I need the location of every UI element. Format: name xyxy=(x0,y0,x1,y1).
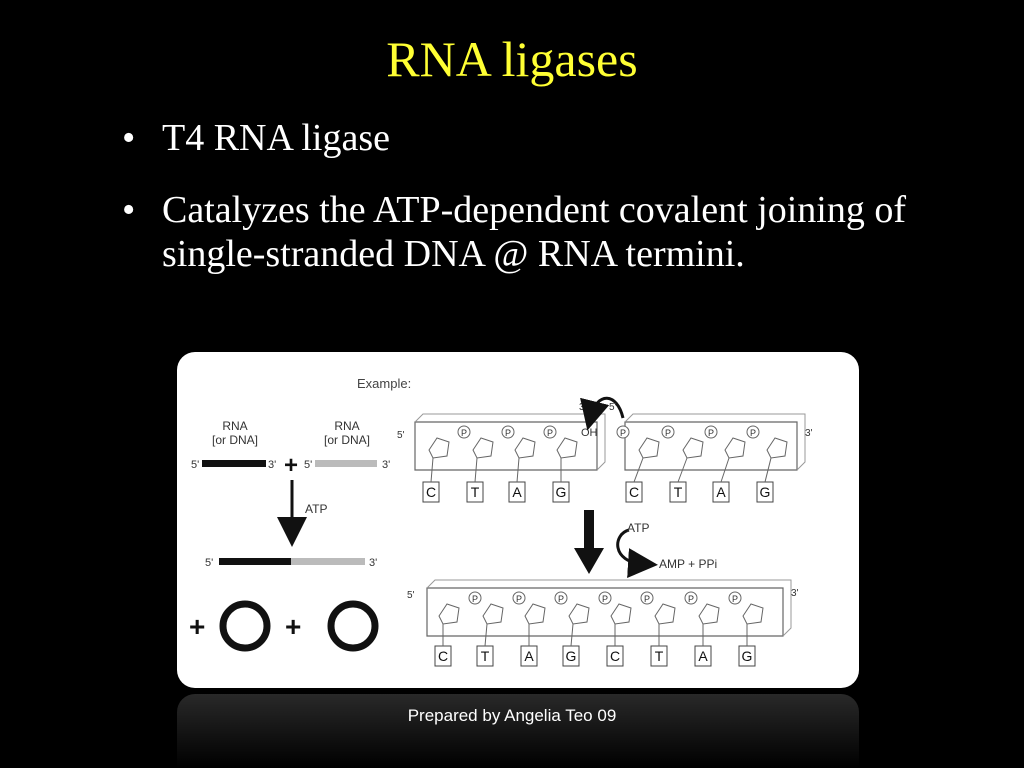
p-label: P xyxy=(620,428,626,438)
p-label: P xyxy=(708,428,714,438)
base-label: A xyxy=(512,484,522,500)
product-bar-dark xyxy=(219,558,291,565)
p-label: P xyxy=(516,594,522,604)
footer-credit: Prepared by Angelia Teo 09 xyxy=(407,706,617,725)
bullet-item: • T4 RNA ligase xyxy=(122,116,922,160)
joining-arrow xyxy=(580,396,625,431)
p-label: P xyxy=(461,428,467,438)
product-five-prime: 5' xyxy=(205,557,213,569)
top-mid-three-prime: 3' xyxy=(579,402,587,413)
p-label: P xyxy=(472,594,478,604)
bullet-symbol: • xyxy=(122,117,136,159)
strand2-bar xyxy=(315,460,377,467)
ligation-diagram: Example: RNA [or DNA] RNA [or DNA] 5' 3'… xyxy=(177,352,859,688)
p-labels-bottom: P P P P P P P xyxy=(468,591,742,605)
circle-plus-2: + xyxy=(285,611,301,642)
diagram-svg: Example: RNA [or DNA] RNA [or DNA] 5' 3'… xyxy=(189,376,813,667)
amp-ppi-label: AMP + PPi xyxy=(659,557,717,571)
bullet-symbol: • xyxy=(122,189,136,231)
base-label: A xyxy=(524,648,534,664)
base-connectors-top xyxy=(430,457,772,483)
p-label: P xyxy=(688,594,694,604)
down-arrow xyxy=(574,510,604,574)
circular-product-1 xyxy=(219,600,271,652)
p-labels-top: P P P P P P P xyxy=(457,425,760,439)
bullet-text: Catalyzes the ATP-dependent covalent joi… xyxy=(162,189,906,275)
strand2-label-line2: [or DNA] xyxy=(324,433,370,447)
p-label: P xyxy=(644,594,650,604)
bullet-list: • T4 RNA ligase • Catalyzes the ATP-depe… xyxy=(122,116,922,304)
base-label: A xyxy=(698,648,708,664)
bases-top-left: C T A G xyxy=(422,481,570,503)
top-mid-five-prime: 5' xyxy=(609,402,617,413)
base-label: T xyxy=(471,484,480,500)
slide-title: RNA ligases xyxy=(386,31,638,87)
oh-label: OH xyxy=(581,427,598,439)
top-left-five-prime: 5' xyxy=(397,430,405,441)
base-label: G xyxy=(742,648,753,664)
strand2-label-line1: RNA xyxy=(334,419,359,433)
base-label: G xyxy=(760,484,771,500)
p-label: P xyxy=(665,428,671,438)
strand1-three-prime: 3' xyxy=(268,459,276,471)
p-label: P xyxy=(750,428,756,438)
sugar-rings-bottom xyxy=(438,603,764,625)
diagram-reflection xyxy=(177,694,859,768)
strand1-five-prime: 5' xyxy=(191,459,199,471)
p-label: P xyxy=(505,428,511,438)
plus-sign: + xyxy=(284,452,298,479)
sugar-rings-top xyxy=(428,437,788,459)
atp-curve-arrow xyxy=(616,528,658,579)
strand1-label-line2: [or DNA] xyxy=(212,433,258,447)
base-label: C xyxy=(629,484,639,500)
atp-label: ATP xyxy=(305,502,327,516)
strand2-three-prime: 3' xyxy=(382,459,390,471)
example-label: Example: xyxy=(357,376,411,391)
base-label: C xyxy=(438,648,448,664)
product-bar-light xyxy=(291,558,365,565)
base-label: C xyxy=(610,648,620,664)
circular-product-2 xyxy=(327,600,379,652)
base-label: G xyxy=(556,484,567,500)
bullet-text: T4 RNA ligase xyxy=(162,117,390,159)
product-three-prime: 3' xyxy=(369,557,377,569)
top-right-three-prime: 3' xyxy=(805,428,813,439)
circle-plus-1: + xyxy=(189,611,205,642)
base-label: G xyxy=(566,648,577,664)
strand1-label-line1: RNA xyxy=(222,419,247,433)
bases-top-right: C T A G xyxy=(625,481,774,503)
base-label: T xyxy=(655,648,664,664)
base-label: T xyxy=(481,648,490,664)
strand2-five-prime: 5' xyxy=(304,459,312,471)
p-label: P xyxy=(602,594,608,604)
bases-bottom: C T A G C T A G xyxy=(434,645,756,667)
p-label: P xyxy=(732,594,738,604)
p-label: P xyxy=(547,428,553,438)
bottom-strand-box xyxy=(426,579,792,637)
base-label: A xyxy=(716,484,726,500)
bottom-five-prime: 5' xyxy=(407,590,415,601)
bullet-item: • Catalyzes the ATP-dependent covalent j… xyxy=(122,188,922,276)
p-label: P xyxy=(558,594,564,604)
base-connectors-bottom xyxy=(442,623,748,647)
base-label: T xyxy=(674,484,683,500)
bottom-three-prime: 3' xyxy=(791,588,799,599)
atp-label: ATP xyxy=(627,521,649,535)
strand1-bar xyxy=(202,460,266,467)
top-right-strand-box xyxy=(624,413,806,471)
base-label: C xyxy=(426,484,436,500)
